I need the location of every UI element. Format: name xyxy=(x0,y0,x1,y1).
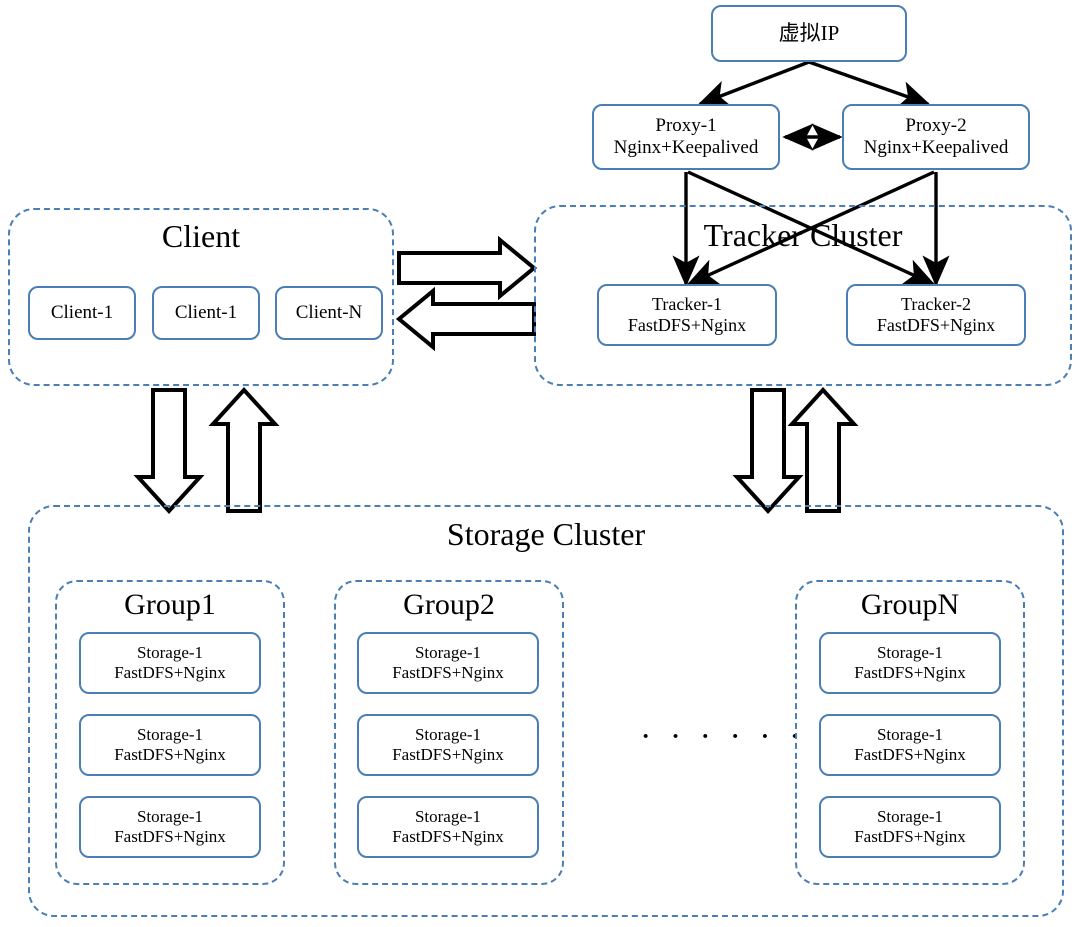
node-proxy-2[interactable]: Proxy-2 Nginx+Keepalived xyxy=(842,104,1030,170)
group-title-group1: Group1 xyxy=(124,588,216,621)
group-title-groupn: GroupN xyxy=(860,588,960,621)
node-tracker-2[interactable]: Tracker-2 FastDFS+Nginx xyxy=(846,284,1026,346)
node-storage-g1-2-name: Storage-1 xyxy=(136,725,204,745)
group-box-group2 xyxy=(334,580,564,885)
cluster-storage xyxy=(28,505,1064,917)
node-proxy-2-name: Proxy-2 xyxy=(905,115,967,137)
node-proxy-1-stack: Nginx+Keepalived xyxy=(613,137,759,158)
node-storage-g1-2[interactable]: Storage-1 FastDFS+Nginx xyxy=(79,714,261,776)
node-storage-g2-3-stack: FastDFS+Nginx xyxy=(392,827,504,846)
node-tracker-1-name: Tracker-1 xyxy=(652,294,722,315)
group-box-group1 xyxy=(55,580,285,885)
node-storage-gn-3-name: Storage-1 xyxy=(876,807,944,827)
node-proxy-1[interactable]: Proxy-1 Nginx+Keepalived xyxy=(592,104,780,170)
cluster-storage-title: Storage Cluster xyxy=(446,516,646,552)
node-storage-g2-1-name: Storage-1 xyxy=(414,643,482,663)
node-virtual-ip-label: 虚拟IP xyxy=(778,21,840,46)
group-box-groupn xyxy=(795,580,1025,885)
edge-vip-to-proxy1 xyxy=(697,60,810,107)
node-storage-g2-1-stack: FastDFS+Nginx xyxy=(392,663,504,682)
block-arrow-storage-to-tracker xyxy=(787,387,859,513)
node-storage-g1-2-stack: FastDFS+Nginx xyxy=(114,745,226,764)
node-storage-g2-2[interactable]: Storage-1 FastDFS+Nginx xyxy=(357,714,539,776)
node-storage-gn-1-stack: FastDFS+Nginx xyxy=(854,663,966,682)
node-storage-g1-1-name: Storage-1 xyxy=(136,643,204,663)
node-tracker-2-stack: FastDFS+Nginx xyxy=(876,315,996,335)
node-client-n[interactable]: Client-N xyxy=(275,286,383,340)
node-storage-g1-3-stack: FastDFS+Nginx xyxy=(114,827,226,846)
block-arrow-tracker-to-client xyxy=(395,286,536,352)
block-arrow-storage-to-client xyxy=(208,387,280,513)
node-storage-g1-3[interactable]: Storage-1 FastDFS+Nginx xyxy=(79,796,261,858)
cluster-client xyxy=(8,208,394,386)
node-tracker-2-name: Tracker-2 xyxy=(901,294,971,315)
node-client-2[interactable]: Client-1 xyxy=(152,286,260,340)
node-proxy-1-name: Proxy-1 xyxy=(655,115,717,137)
node-storage-g2-2-name: Storage-1 xyxy=(414,725,482,745)
block-arrow-client-to-storage xyxy=(133,388,205,514)
node-storage-g2-1[interactable]: Storage-1 FastDFS+Nginx xyxy=(357,632,539,694)
node-storage-gn-1[interactable]: Storage-1 FastDFS+Nginx xyxy=(819,632,1001,694)
node-tracker-1-stack: FastDFS+Nginx xyxy=(627,315,747,335)
node-client-1[interactable]: Client-1 xyxy=(28,286,136,340)
node-storage-g1-1-stack: FastDFS+Nginx xyxy=(114,663,226,682)
node-storage-gn-2[interactable]: Storage-1 FastDFS+Nginx xyxy=(819,714,1001,776)
node-client-n-label: Client-N xyxy=(295,302,363,324)
node-storage-g1-1[interactable]: Storage-1 FastDFS+Nginx xyxy=(79,632,261,694)
node-storage-gn-3-stack: FastDFS+Nginx xyxy=(854,827,966,846)
node-storage-g2-3[interactable]: Storage-1 FastDFS+Nginx xyxy=(357,796,539,858)
node-proxy-2-stack: Nginx+Keepalived xyxy=(863,137,1009,158)
group-title-group2: Group2 xyxy=(403,588,495,621)
node-client-1-label: Client-1 xyxy=(50,302,114,324)
node-storage-g2-2-stack: FastDFS+Nginx xyxy=(392,745,504,764)
block-arrow-client-to-tracker xyxy=(397,235,538,301)
node-tracker-1[interactable]: Tracker-1 FastDFS+Nginx xyxy=(597,284,777,346)
node-storage-gn-1-name: Storage-1 xyxy=(876,643,944,663)
node-storage-g2-3-name: Storage-1 xyxy=(414,807,482,827)
node-client-2-label: Client-1 xyxy=(174,302,238,324)
cluster-client-title: Client xyxy=(161,218,241,254)
cluster-tracker-title: Tracker Cluster xyxy=(703,217,903,253)
edge-vip-to-proxy2 xyxy=(808,60,931,108)
node-storage-g1-3-name: Storage-1 xyxy=(136,807,204,827)
node-storage-gn-2-stack: FastDFS+Nginx xyxy=(854,745,966,764)
block-arrow-tracker-to-storage xyxy=(732,388,804,514)
group-ellipsis: · · · · · · xyxy=(640,718,806,755)
node-virtual-ip[interactable]: 虚拟IP xyxy=(711,5,907,62)
node-storage-gn-3[interactable]: Storage-1 FastDFS+Nginx xyxy=(819,796,1001,858)
node-storage-gn-2-name: Storage-1 xyxy=(876,725,944,745)
